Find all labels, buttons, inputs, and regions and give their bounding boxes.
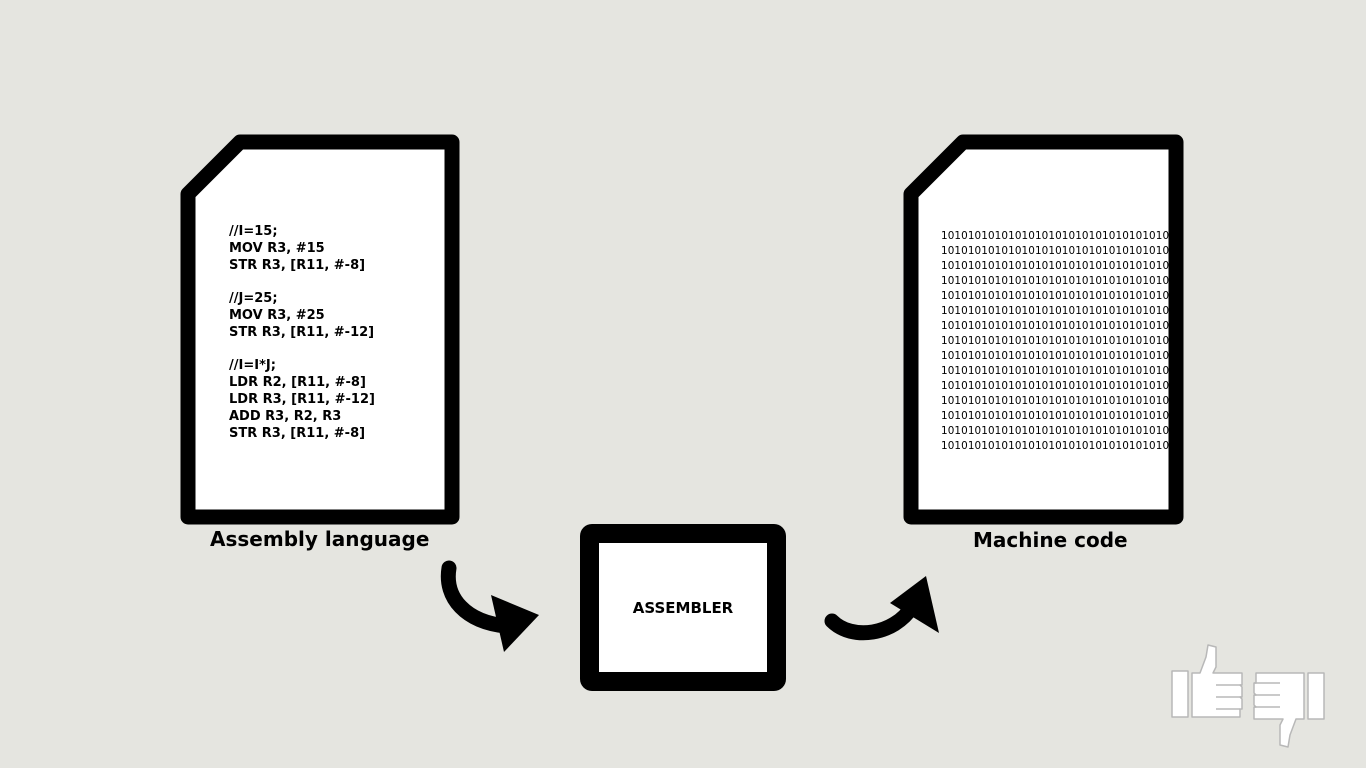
code-line: ADD R3, R2, R3 <box>229 408 342 424</box>
assembler-box: ASSEMBLER <box>580 524 786 691</box>
machine-code-label: Machine code <box>973 528 1128 552</box>
binary-line: 1010101010101010101010101010101010 <box>941 305 1170 317</box>
binary-line: 1010101010101010101010101010101010 <box>941 395 1170 407</box>
thumbs-down-icon <box>1253 672 1325 748</box>
code-line: //I=I*J; <box>229 358 276 374</box>
binary-line: 1010101010101010101010101010101010 <box>941 410 1170 422</box>
thumbs-logo <box>1171 644 1325 748</box>
code-line: LDR R2, [R11, #-8] <box>229 375 366 391</box>
assembly-document <box>180 134 463 527</box>
code-line: //I=15; <box>229 224 278 239</box>
machine-code: 1010101010101010101010101010101010 10101… <box>941 229 1169 454</box>
binary-line: 1010101010101010101010101010101010 <box>941 335 1170 347</box>
assembly-language-label: Assembly language <box>210 527 430 551</box>
code-line: STR R3, [R11, #-8] <box>229 257 366 273</box>
code-line: MOV R3, #25 <box>229 307 325 323</box>
binary-line: 1010101010101010101010101010101010 <box>941 260 1170 272</box>
code-line: STR R3, [R11, #-12] <box>229 324 375 340</box>
thumbs-up-icon <box>1171 644 1243 718</box>
binary-line: 1010101010101010101010101010101010 <box>941 425 1170 437</box>
document-icon <box>903 134 1184 525</box>
curved-arrow-icon <box>440 560 539 652</box>
binary-line: 1010101010101010101010101010101010 <box>941 350 1170 362</box>
document-icon <box>180 134 460 525</box>
code-line <box>229 342 375 359</box>
machine-document <box>903 134 1186 527</box>
curved-arrow-icon <box>824 576 939 641</box>
assembler-inner: ASSEMBLER <box>599 543 767 672</box>
binary-line: 1010101010101010101010101010101010 <box>941 380 1170 392</box>
assembly-code: //I=15; MOV R3, #15 STR R3, [R11, #-8] /… <box>229 224 375 442</box>
code-line: STR R3, [R11, #-8] <box>229 425 366 441</box>
binary-line: 1010101010101010101010101010101010 <box>941 320 1170 332</box>
code-line: MOV R3, #15 <box>229 240 325 256</box>
binary-line: 1010101010101010101010101010101010 <box>941 290 1170 302</box>
code-line: //J=25; <box>229 291 278 307</box>
binary-line: 1010101010101010101010101010101010 <box>941 440 1170 452</box>
binary-line: 1010101010101010101010101010101010 <box>941 275 1170 287</box>
binary-line: 1010101010101010101010101010101010 <box>941 245 1170 257</box>
binary-line: 1010101010101010101010101010101010 <box>941 230 1170 242</box>
code-line: LDR R3, [R11, #-12] <box>229 391 375 407</box>
code-line <box>229 274 375 291</box>
assembler-label: ASSEMBLER <box>632 598 734 617</box>
binary-line: 1010101010101010101010101010101010 <box>941 365 1170 377</box>
